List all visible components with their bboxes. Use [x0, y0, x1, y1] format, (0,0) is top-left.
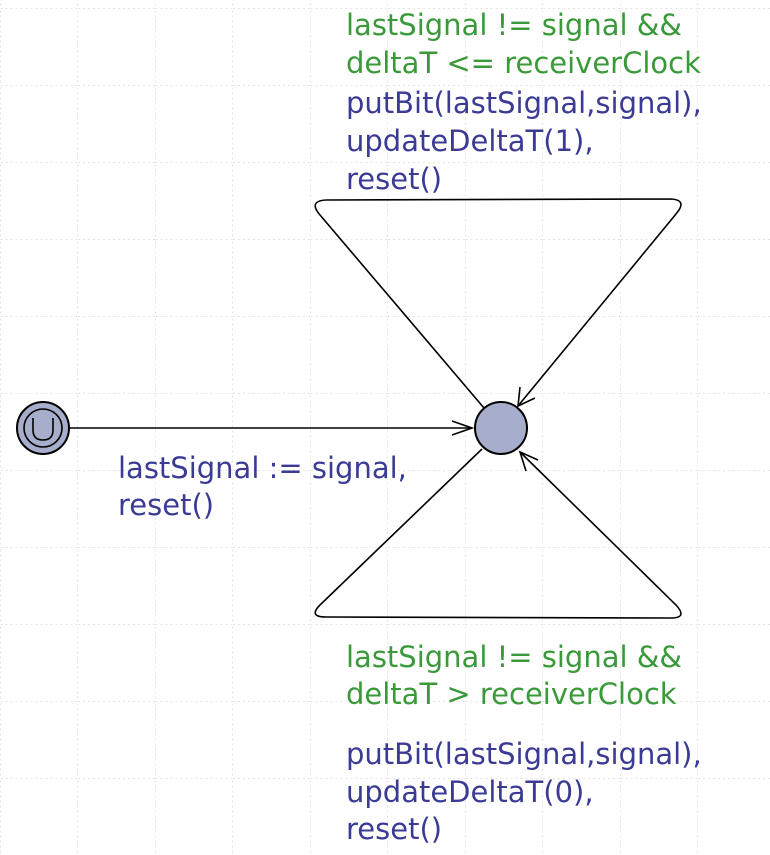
top-loop-guard[interactable]: lastSignal != signal && deltaT <= receiv… [346, 8, 701, 80]
bottom-loop-update-line-1: putBit(lastSignal,signal), [346, 737, 702, 771]
init-edge-update[interactable]: lastSignal := signal, reset() [118, 451, 407, 522]
initial-state-inner-circle [23, 408, 63, 448]
bottom-loop-guard[interactable]: lastSignal != signal && deltaT > receive… [346, 640, 682, 711]
initial-state[interactable] [16, 401, 70, 455]
edge-top-loop-path[interactable] [314, 198, 682, 409]
main-state-circle[interactable] [474, 401, 528, 455]
bottom-loop-guard-line-1: lastSignal != signal && [346, 640, 682, 674]
bottom-loop-update-line-3: reset() [346, 812, 442, 846]
edge-top-loop[interactable] [314, 198, 682, 409]
edge-top-loop-arrowhead [517, 386, 536, 408]
edge-bottom-loop[interactable] [314, 448, 682, 619]
top-loop-update-line-2: updateDeltaT(1), [346, 124, 594, 158]
urgent-u-icon [32, 418, 54, 441]
bottom-loop-guard-line-2: deltaT > receiverClock [346, 677, 677, 711]
init-edge-update-line-1: lastSignal := signal, [118, 451, 407, 485]
bottom-loop-update[interactable]: putBit(lastSignal,signal), updateDeltaT(… [346, 737, 702, 846]
top-loop-guard-line-1: lastSignal != signal && [346, 8, 682, 42]
top-loop-update[interactable]: putBit(lastSignal,signal), updateDeltaT(… [346, 86, 702, 196]
bottom-loop-update-line-2: updateDeltaT(0), [346, 775, 594, 809]
top-loop-update-line-1: putBit(lastSignal,signal), [346, 86, 702, 120]
init-edge-update-line-2: reset() [118, 488, 214, 522]
edge-init-arrowhead [451, 420, 475, 436]
top-loop-guard-line-2: deltaT <= receiverClock [346, 46, 701, 80]
main-state[interactable] [474, 401, 528, 455]
edge-init[interactable] [70, 420, 475, 436]
edge-bottom-loop-arrowhead [518, 450, 539, 472]
top-loop-update-line-3: reset() [346, 162, 442, 196]
edge-bottom-loop-path[interactable] [314, 448, 682, 619]
